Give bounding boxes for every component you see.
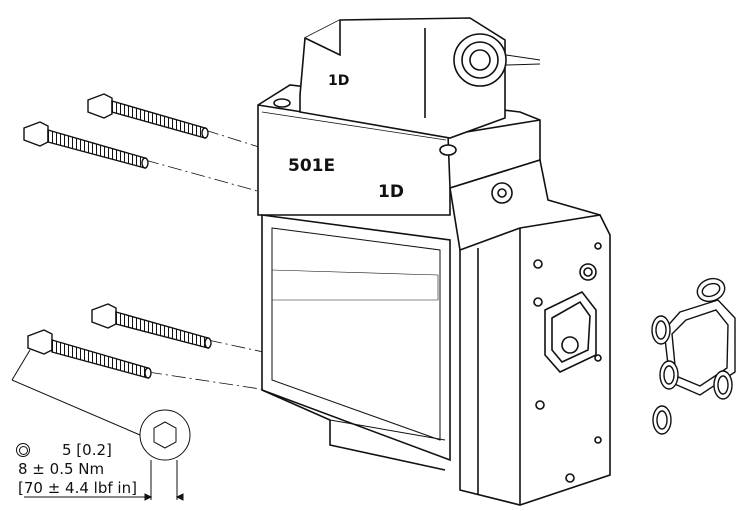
side-marking: 1D xyxy=(378,182,404,202)
screw-bottom-right xyxy=(91,303,212,349)
actuator-body xyxy=(257,17,611,506)
torque-imperial-label: [70 ± 4.4 lbf in] xyxy=(18,479,137,497)
model-marking: 501E xyxy=(288,156,336,176)
socket-size-label: 5 [0.2] xyxy=(62,441,112,459)
top-marking: 1D xyxy=(328,73,350,89)
screw-top-left xyxy=(23,121,149,169)
hex-socket-icon xyxy=(16,443,30,457)
gasket-seals xyxy=(651,277,736,435)
screw-bottom-left xyxy=(27,329,152,379)
socket-callout xyxy=(11,349,191,501)
torque-metric-label: 8 ± 0.5 Nm xyxy=(18,460,105,478)
screw-top-right xyxy=(87,93,209,139)
